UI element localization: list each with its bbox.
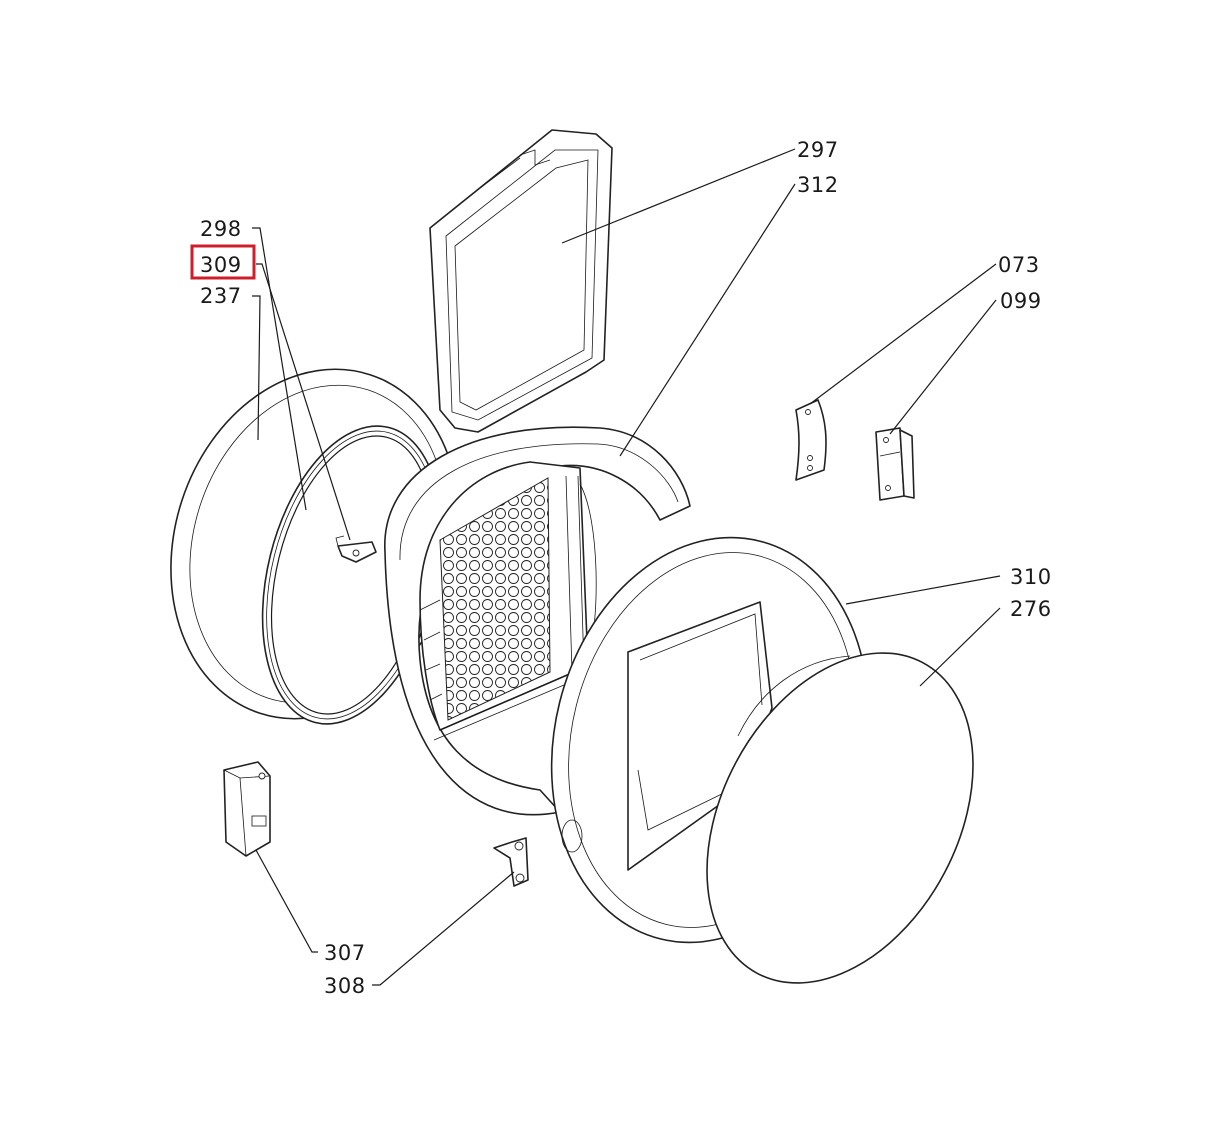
leader-lines	[252, 148, 1001, 986]
part-312-door-liner	[384, 426, 691, 816]
label-309[interactable]: 309	[200, 253, 242, 277]
part-073-hinge-plate	[795, 399, 827, 481]
part-labels: 297 312 298 309 237 073 099 310 276 307 …	[200, 138, 1052, 998]
part-308-bracket	[493, 837, 529, 887]
label-312[interactable]: 312	[797, 173, 839, 197]
label-099[interactable]: 099	[1000, 289, 1042, 313]
highlight-box-309	[190, 244, 256, 280]
label-073[interactable]: 073	[998, 253, 1040, 277]
label-307[interactable]: 307	[324, 941, 366, 965]
part-276-glass-bowl	[706, 652, 974, 984]
label-297[interactable]: 297	[797, 138, 839, 162]
label-237[interactable]: 237	[200, 284, 242, 308]
label-308[interactable]: 308	[324, 974, 366, 998]
label-276[interactable]: 276	[1010, 597, 1052, 621]
label-298[interactable]: 298	[200, 217, 242, 241]
part-099-hinge	[875, 427, 915, 501]
part-309-catch	[335, 535, 377, 563]
part-307-lock-module	[223, 761, 271, 857]
label-310[interactable]: 310	[1010, 565, 1052, 589]
part-297-filter-frame	[429, 129, 613, 433]
